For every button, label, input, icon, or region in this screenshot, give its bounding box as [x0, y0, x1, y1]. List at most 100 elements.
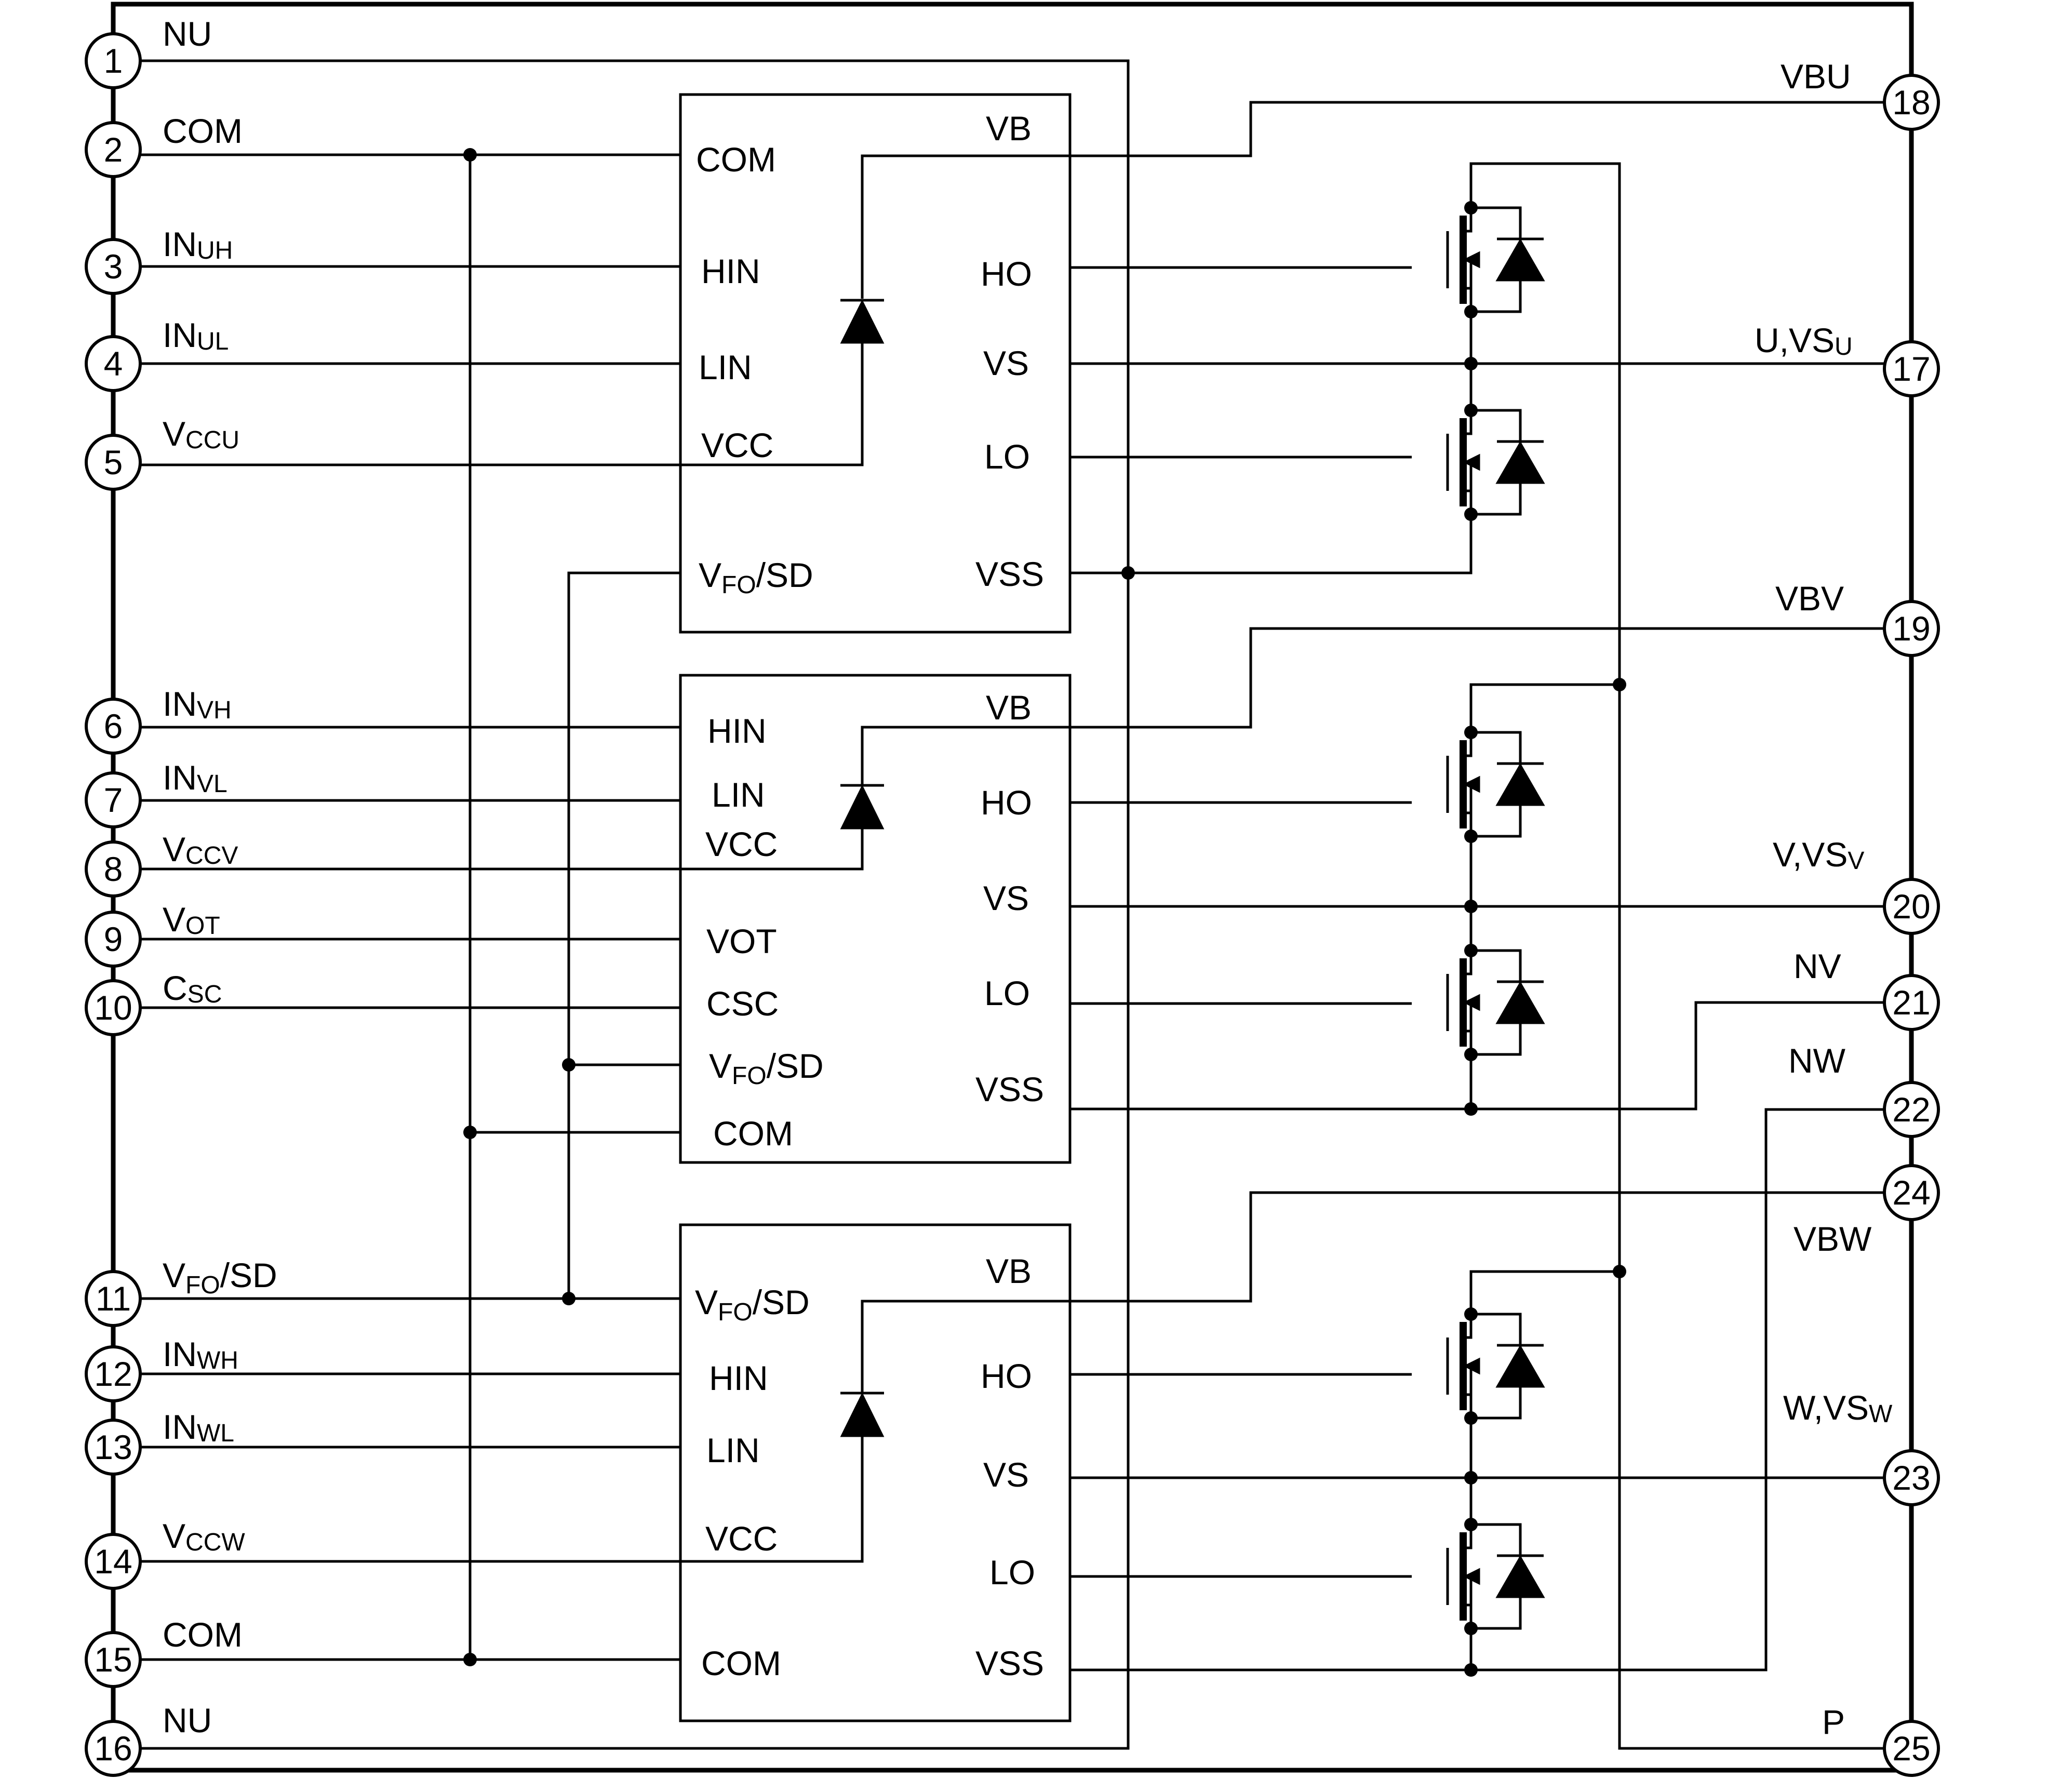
wires — [113, 59, 1911, 1750]
ic-u-vfo-label: VFO/SD — [699, 556, 813, 599]
svg-text:18: 18 — [1892, 83, 1930, 122]
right-pin-20: 20 V,VSV — [1773, 835, 1940, 935]
gate-driver-v — [679, 674, 1072, 1164]
svg-text:8: 8 — [104, 850, 123, 888]
ic-w-vb-label: VB — [986, 1252, 1032, 1290]
svg-text:12: 12 — [94, 1355, 132, 1393]
svg-text:W,VSW: W,VSW — [1783, 1388, 1893, 1428]
left-pin-5: 5 VCCU — [85, 414, 239, 491]
right-pin-21: 21 NV — [1794, 947, 1940, 1031]
svg-text:2: 2 — [104, 130, 123, 169]
svg-text:9: 9 — [104, 920, 123, 958]
ic-v-vcc-label: VCC — [705, 825, 778, 863]
left-pin-12: 12 INWH — [85, 1335, 238, 1402]
mosfet-u-low-icon — [1448, 404, 1544, 525]
ic-v-hin-label: HIN — [707, 712, 767, 750]
svg-text:14: 14 — [94, 1542, 132, 1581]
svg-text:CSC: CSC — [163, 969, 222, 1008]
bootstrap-diode-u-icon — [840, 299, 885, 344]
svg-text:5: 5 — [104, 443, 123, 482]
left-pin-3: 3 INUH — [85, 225, 233, 295]
right-pin-24: 24 — [1883, 1164, 1940, 1221]
left-pin-10: 10 CSC — [85, 969, 222, 1036]
mosfet-w-low-icon — [1448, 1518, 1544, 1670]
ic-w-vss-label: VSS — [975, 1644, 1044, 1682]
ic-v-vs-label: VS — [983, 879, 1029, 917]
ic-w-lin-label: LIN — [706, 1431, 760, 1469]
svg-text:VCCU: VCCU — [163, 414, 239, 454]
svg-text:VCCV: VCCV — [163, 830, 238, 870]
mosfet-w-high-icon — [1448, 1307, 1544, 1524]
bootstrap-diode-v-icon — [840, 784, 885, 830]
ic-v-csc-label: CSC — [706, 984, 779, 1023]
ic-w-hin-label: HIN — [709, 1359, 768, 1397]
ic-w-vfo-label: VFO/SD — [695, 1283, 810, 1326]
svg-text:VOT: VOT — [163, 900, 220, 940]
left-pin-16: 16 NU — [85, 1701, 212, 1777]
svg-text:13: 13 — [94, 1428, 132, 1466]
svg-text:19: 19 — [1892, 609, 1930, 648]
left-pin-13: 13 INWL — [85, 1408, 234, 1476]
gate-driver-w — [679, 1223, 1072, 1722]
svg-text:NU: NU — [163, 1701, 212, 1740]
svg-text:17: 17 — [1892, 350, 1930, 388]
svg-text:25: 25 — [1892, 1729, 1930, 1768]
ic-w-ho-label: HO — [981, 1357, 1032, 1395]
left-pin-4: 4 INUL — [85, 316, 229, 392]
ic-u-lin-label: LIN — [699, 348, 752, 386]
left-pin-9: 9 VOT — [85, 900, 220, 968]
svg-text:NW: NW — [1788, 1041, 1846, 1080]
svg-text:22: 22 — [1892, 1090, 1930, 1129]
ic-u-vcc-label: VCC — [701, 426, 773, 464]
svg-text:U,VSU: U,VSU — [1755, 321, 1853, 360]
left-pin-6: 6 INVH — [85, 685, 232, 755]
ic-u-vs-label: VS — [983, 344, 1029, 382]
gate-driver-u — [679, 93, 1072, 634]
svg-text:INUH: INUH — [163, 225, 233, 264]
left-pin-2: 2 COM — [85, 112, 243, 178]
svg-text:21: 21 — [1892, 983, 1930, 1022]
svg-text:VCCW: VCCW — [163, 1517, 245, 1556]
junction-dots — [463, 148, 1626, 1677]
ic-v-vfo-label: VFO/SD — [709, 1047, 824, 1090]
svg-text:6: 6 — [104, 707, 123, 745]
svg-text:COM: COM — [163, 112, 243, 150]
svg-text:10: 10 — [94, 988, 132, 1027]
ic-v-lo-label: LO — [984, 974, 1030, 1012]
ic-w-vcc-label: VCC — [705, 1519, 778, 1558]
svg-text:20: 20 — [1892, 887, 1930, 926]
left-pin-11: 11 VFO/SD — [85, 1256, 277, 1327]
ic-v-com-label: COM — [713, 1114, 793, 1153]
ic-u-vss-label: VSS — [975, 555, 1044, 593]
ic-v-ho-label: HO — [981, 783, 1032, 822]
mosfet-v-high-icon — [1448, 726, 1544, 951]
mosfet-v-low-icon — [1448, 944, 1544, 1109]
ic-w-lo-label: LO — [989, 1553, 1035, 1592]
svg-text:4: 4 — [104, 344, 123, 383]
ic-u-vb-label: VB — [986, 109, 1032, 148]
svg-text:1: 1 — [104, 42, 123, 80]
ic-v-vb-label: VB — [986, 688, 1032, 727]
ic-v-vot-label: VOT — [706, 922, 777, 960]
svg-text:VBV: VBV — [1775, 579, 1844, 618]
ic-u-ho-label: HO — [981, 255, 1032, 293]
svg-text:15: 15 — [94, 1640, 132, 1679]
svg-text:INVL: INVL — [163, 758, 227, 798]
svg-text:P: P — [1822, 1703, 1845, 1741]
mosfet-u-high-icon — [1448, 201, 1544, 410]
right-pin-18: 18 VBU — [1781, 57, 1940, 131]
svg-text:NU: NU — [163, 15, 212, 53]
ic-u-lo-label: LO — [984, 437, 1030, 476]
svg-text:11: 11 — [96, 1279, 131, 1318]
svg-text:16: 16 — [94, 1729, 132, 1768]
ic-v-vss-label: VSS — [975, 1070, 1044, 1108]
ic-v-lin-label: LIN — [712, 775, 765, 814]
right-label-vbw: VBW — [1794, 1220, 1872, 1258]
svg-text:INUL: INUL — [163, 316, 229, 355]
ic-u-hin-label: HIN — [701, 252, 760, 290]
svg-text:23: 23 — [1892, 1459, 1930, 1497]
svg-text:7: 7 — [104, 781, 123, 819]
ic-u-com-label: COM — [696, 140, 776, 179]
svg-text:VBU: VBU — [1781, 57, 1851, 96]
